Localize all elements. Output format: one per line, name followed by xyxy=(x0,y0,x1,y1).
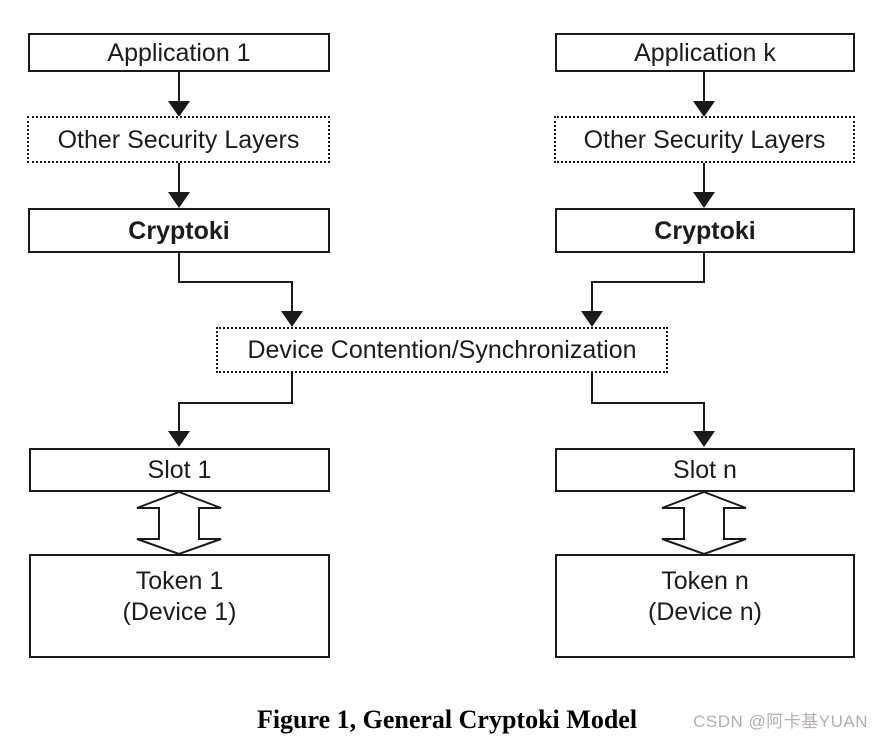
arrowhead-icon xyxy=(168,101,190,117)
node-label: Device Contention/Synchronization xyxy=(247,336,637,364)
node-label: Slot 1 xyxy=(147,456,212,484)
arrowhead-icon xyxy=(281,311,303,327)
node-other-security-layers-right: Other Security Layers xyxy=(554,116,855,163)
figure-caption: Figure 1, General Cryptoki Model xyxy=(256,705,638,734)
node-label-line2: (Device n) xyxy=(648,598,762,626)
node-application-1: Application 1 xyxy=(28,33,330,72)
node-label: Other Security Layers xyxy=(583,125,826,154)
arrowhead-icon xyxy=(168,431,190,447)
node-label-line2: (Device 1) xyxy=(122,598,237,626)
node-token-n: Token n (Device n) xyxy=(555,554,855,658)
node-label-line1: Token n xyxy=(661,567,749,595)
arrowhead-icon xyxy=(693,192,715,208)
node-label: Slot n xyxy=(673,456,737,484)
node-token-1: Token 1 (Device 1) xyxy=(29,554,330,658)
edge-device-to-slot1 xyxy=(178,373,293,432)
node-device-contention: Device Contention/Synchronization xyxy=(216,327,668,373)
double-arrow-icon xyxy=(136,490,222,556)
node-cryptoki-left: Cryptoki xyxy=(28,208,330,253)
node-cryptoki-right: Cryptoki xyxy=(555,208,855,253)
edge-cryptoki-left-to-device xyxy=(178,253,293,312)
arrowhead-icon xyxy=(581,311,603,327)
node-label: Cryptoki xyxy=(128,216,230,245)
edge-device-to-slotn xyxy=(591,373,705,432)
node-slot-n: Slot n xyxy=(555,448,855,492)
arrowhead-icon xyxy=(168,192,190,208)
node-label: Other Security Layers xyxy=(57,125,300,154)
double-arrow-icon xyxy=(661,490,747,556)
node-slot-1: Slot 1 xyxy=(29,448,330,492)
node-label: Cryptoki xyxy=(654,216,756,245)
node-other-security-layers-left: Other Security Layers xyxy=(27,116,330,163)
edge-cryptoki-right-to-device xyxy=(591,253,705,312)
arrowhead-icon xyxy=(693,101,715,117)
arrowhead-icon xyxy=(693,431,715,447)
watermark: CSDN @阿卡基YUAN xyxy=(693,712,868,731)
node-label-line1: Token 1 xyxy=(135,567,224,595)
node-application-k: Application k xyxy=(555,33,855,72)
node-label: Application 1 xyxy=(107,38,251,67)
node-label: Application k xyxy=(634,38,776,67)
